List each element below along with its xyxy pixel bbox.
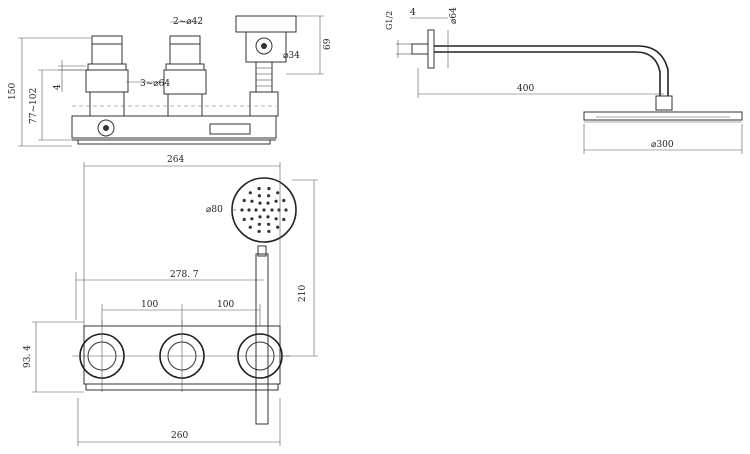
spray-nozzle (270, 208, 274, 212)
spray-nozzle (248, 225, 252, 229)
dim-93-4: 93. 4 (23, 345, 33, 368)
spray-nozzle (282, 198, 286, 203)
dim-3-64: 3~⌀64 (140, 79, 170, 89)
spray-nozzle (274, 199, 278, 203)
spray-nozzle (282, 217, 286, 222)
dim-69: 69 (323, 38, 333, 50)
spray-nozzle (242, 217, 246, 222)
spray-nozzle (258, 201, 262, 205)
spray-nozzle (284, 208, 288, 212)
dim-300: ⌀300 (651, 140, 674, 150)
spray-nozzle (266, 201, 270, 205)
spray-nozzle (262, 208, 266, 212)
spray-nozzle (276, 225, 280, 229)
spray-nozzle (276, 191, 280, 195)
dim-100-left: 100 (141, 300, 158, 310)
dim-64-arm: ⌀64 (449, 7, 459, 24)
spray-nozzle (266, 215, 270, 219)
spray-nozzle (257, 229, 261, 233)
dim-264: 264 (167, 155, 184, 165)
dim-g12: G1/2 (385, 11, 394, 30)
spray-nozzle (240, 208, 244, 212)
spray-nozzle (267, 222, 271, 226)
dim-77-102: 77~102 (29, 88, 39, 124)
spray-nozzle (274, 217, 278, 221)
dim-210: 210 (298, 285, 308, 302)
shower-arm-view: G1/2 4 ⌀64 400 ⌀300 (385, 7, 743, 154)
side-view: 150 4 77~102 3~⌀64 2~⌀42 ⌀34 69 (8, 15, 333, 147)
dim-100-right: 100 (217, 300, 234, 310)
spray-nozzle (242, 198, 246, 203)
spray-nozzle (248, 191, 252, 195)
dim-80: ⌀80 (206, 205, 223, 215)
spray-nozzle (267, 229, 271, 233)
dim-278-7: 278. 7 (170, 270, 199, 280)
dim-260: 260 (171, 431, 188, 441)
spray-nozzle (254, 208, 258, 212)
dim-4-arm: 4 (410, 8, 416, 18)
dim-34: ⌀34 (283, 51, 300, 61)
spray-nozzle (267, 194, 271, 198)
spray-nozzle (250, 217, 254, 221)
front-view: 264 ⌀80 278. 7 100 100 210 93. 4 260 (23, 155, 318, 446)
spray-nozzle (257, 222, 261, 226)
dim-4-side: 4 (53, 84, 63, 90)
spray-nozzle (257, 194, 261, 198)
spray-nozzle (257, 187, 261, 191)
dim-400: 400 (517, 84, 534, 94)
spray-nozzle (250, 199, 254, 203)
spray-nozzle (247, 208, 251, 212)
dim-150: 150 (8, 83, 18, 100)
spray-nozzle (258, 215, 262, 219)
dim-2-42: 2~⌀42 (173, 17, 203, 27)
spray-nozzle (267, 187, 271, 191)
spray-nozzles (240, 187, 288, 233)
